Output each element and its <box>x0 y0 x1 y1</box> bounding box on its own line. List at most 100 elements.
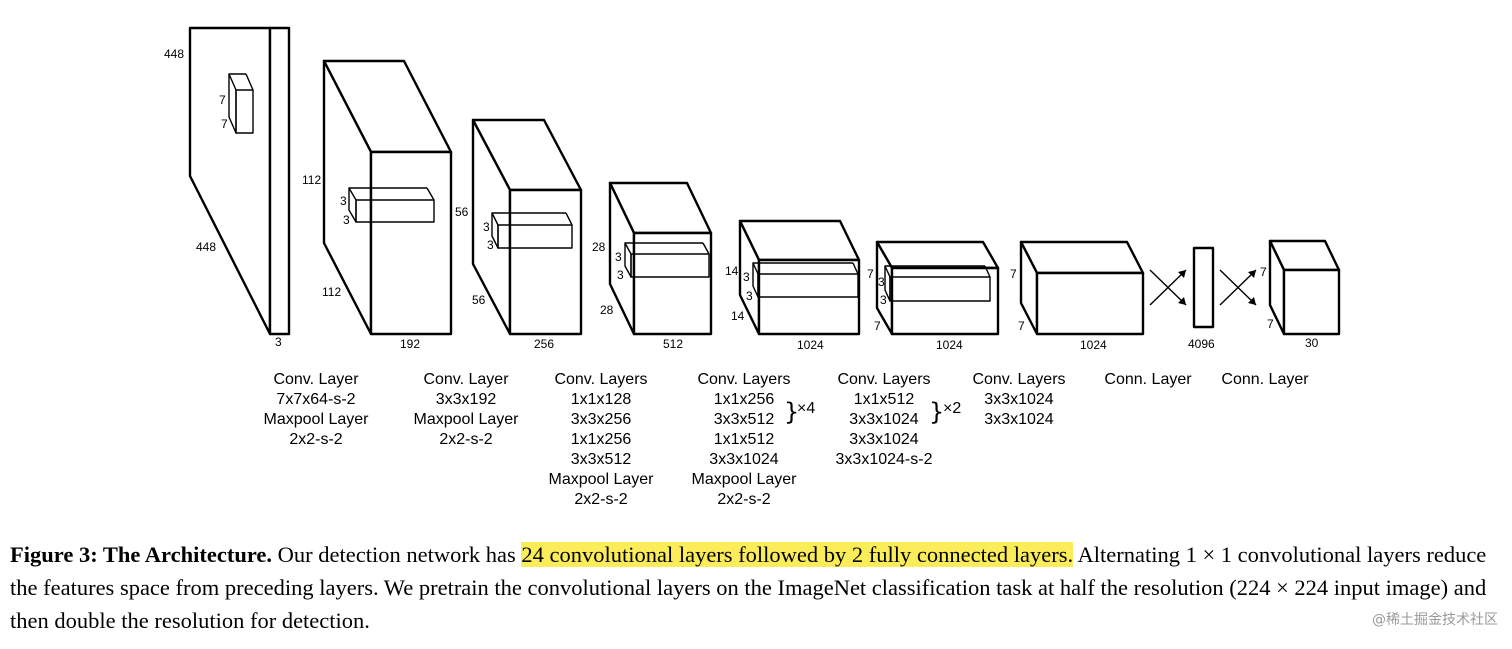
block-4-kernel-b-label: 3 <box>746 289 753 303</box>
block-2-kernel <box>491 212 573 249</box>
block-4-line: 2x2-s-2 <box>717 491 770 508</box>
block-3-line: Maxpool Layer <box>549 471 655 488</box>
block-4-line: 1x1x512 <box>714 431 775 448</box>
block-5-channels-label: 1024 <box>936 338 963 352</box>
block-4-line: Maxpool Layer <box>692 471 798 488</box>
block-6-width-label: 7 <box>1018 319 1025 333</box>
block-1-kernel-b-label: 3 <box>343 213 350 227</box>
block-4-width-label: 14 <box>731 309 745 323</box>
block-3-line: 1x1x128 <box>571 391 632 408</box>
block-3-line: 1x1x256 <box>571 431 632 448</box>
block-1-kernel <box>348 187 435 223</box>
input-channels-label: 3 <box>275 335 282 349</box>
block-1-width-label: 112 <box>322 285 341 299</box>
output-volume <box>1268 239 1341 336</box>
block-3-channels-label: 512 <box>663 337 683 351</box>
block-5-volume <box>875 240 1000 336</box>
block-4-repeat-brace: } <box>784 398 799 426</box>
block-3-line: 3x3x256 <box>571 411 632 428</box>
block-4-line: Conv. Layers <box>697 371 790 388</box>
block-6-line: Conv. Layers <box>972 371 1065 388</box>
block-2-description: Conv. Layer 3x3x192 Maxpool Layer 2x2-s-… <box>414 371 520 448</box>
block-4-kernel <box>752 262 859 298</box>
block-3-height-label: 28 <box>592 240 606 254</box>
block-5-repeat-label: ×2 <box>943 400 961 417</box>
block-3-width-label: 28 <box>600 303 614 317</box>
input-width-label: 448 <box>196 240 216 254</box>
block-3-volume <box>608 181 713 336</box>
block-5-line: 3x3x1024-s-2 <box>836 451 933 468</box>
caption-highlight: 24 convolutional layers followed by 2 fu… <box>521 542 1074 567</box>
block-3-kernel <box>624 242 710 278</box>
block-6-line: 3x3x1024 <box>984 411 1053 428</box>
block-5-kernel <box>884 265 991 302</box>
input-height-label: 448 <box>164 47 184 61</box>
block-3-kernel-b-label: 3 <box>617 268 624 282</box>
caption-text-after: Alternating 1 × 1 convolutional layers r… <box>10 542 1487 633</box>
input-kernel-w-label: 7 <box>221 117 228 131</box>
output-channels-label: 30 <box>1305 336 1319 350</box>
block-5-line: 3x3x1024 <box>849 411 918 428</box>
block-6-height-label: 7 <box>1010 267 1017 281</box>
block-1-line: Maxpool Layer <box>264 411 370 428</box>
block-2-width-label: 56 <box>472 293 486 307</box>
block-6-line: 3x3x1024 <box>984 391 1053 408</box>
input-kernel-h-label: 7 <box>219 93 226 107</box>
block-1-kernel-a-label: 3 <box>340 194 347 208</box>
block-3-line: 3x3x512 <box>571 451 632 468</box>
block-5-kernel-a-label: 3 <box>878 275 885 289</box>
caption-text-before: Our detection network has <box>272 542 522 567</box>
block-2-channels-label: 256 <box>534 337 554 351</box>
figure-caption: Figure 3: The Architecture. Our detectio… <box>10 538 1500 637</box>
input-volume <box>188 26 291 336</box>
block-4-line: 1x1x256 <box>714 391 775 408</box>
block-2-line: 3x3x192 <box>436 391 497 408</box>
block-2-line: Conv. Layer <box>423 371 509 388</box>
fc1-description: Conn. Layer <box>1104 371 1192 388</box>
fc1-units-label: 4096 <box>1188 337 1215 351</box>
block-3-line: Conv. Layers <box>554 371 647 388</box>
block-4-line: 3x3x512 <box>714 411 775 428</box>
block-4-channels-label: 1024 <box>797 338 824 352</box>
block-5-line: 1x1x512 <box>854 391 915 408</box>
fc-connection-2 <box>1219 269 1257 306</box>
yolo-architecture-diagram: 448 448 3 7 7 112 112 192 3 3 56 56 256 … <box>164 26 1341 508</box>
block-5-line: 3x3x1024 <box>849 431 918 448</box>
input-kernel <box>228 73 254 134</box>
block-4-kernel-a-label: 3 <box>743 270 750 284</box>
output-description: Conn. Layer <box>1221 371 1309 388</box>
block-1-volume <box>322 59 453 336</box>
watermark: @稀土掘金技术社区 <box>1372 612 1498 628</box>
output-width-label: 7 <box>1267 317 1274 331</box>
block-5-kernel-b-label: 3 <box>880 293 887 307</box>
block-4-repeat-label: ×4 <box>797 400 815 417</box>
block-2-height-label: 56 <box>455 205 469 219</box>
fc-connection-1 <box>1149 269 1187 306</box>
block-5-repeat-brace: } <box>929 398 944 426</box>
block-6-channels-label: 1024 <box>1080 338 1107 352</box>
fc1-vector <box>1192 246 1215 329</box>
block-3-description: Conv. Layers 1x1x128 3x3x256 1x1x256 3x3… <box>549 371 655 508</box>
block-1-height-label: 112 <box>302 173 321 187</box>
block-3-kernel-a-label: 3 <box>615 250 622 264</box>
block-4-height-label: 14 <box>725 264 739 278</box>
block-4-line: 3x3x1024 <box>709 451 778 468</box>
block-1-line: 2x2-s-2 <box>289 431 342 448</box>
block-6-description: Conv. Layers 3x3x1024 3x3x1024 <box>972 371 1065 428</box>
block-1-description: Conv. Layer 7x7x64-s-2 Maxpool Layer 2x2… <box>264 371 370 448</box>
output-height-label: 7 <box>1260 265 1267 279</box>
caption-title: Figure 3: The Architecture. <box>10 542 273 567</box>
block-1-line: Conv. Layer <box>273 371 359 388</box>
block-1-line: 7x7x64-s-2 <box>276 391 355 408</box>
block-5-height-label: 7 <box>867 267 874 281</box>
block-1-channels-label: 192 <box>400 337 420 351</box>
block-6-volume <box>1019 240 1145 336</box>
block-5-description: Conv. Layers 1x1x512 3x3x1024 3x3x1024 3… <box>836 371 933 468</box>
block-2-line: Maxpool Layer <box>414 411 520 428</box>
block-3-line: 2x2-s-2 <box>574 491 627 508</box>
block-5-line: Conv. Layers <box>837 371 930 388</box>
block-2-kernel-a-label: 3 <box>483 220 490 234</box>
block-4-description: Conv. Layers 1x1x256 3x3x512 1x1x512 3x3… <box>692 371 798 508</box>
block-2-kernel-b-label: 3 <box>487 238 494 252</box>
block-5-width-label: 7 <box>874 319 881 333</box>
